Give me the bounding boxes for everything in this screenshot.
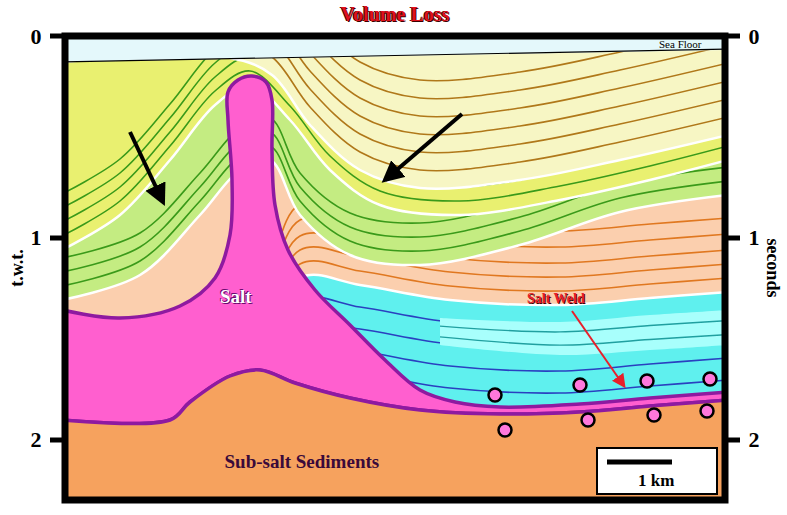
axis-title: t.w.t. [8, 249, 28, 287]
weld-marker [499, 424, 512, 437]
axis-number: 2 [749, 428, 760, 452]
pointer-arrow [385, 114, 462, 180]
sea-floor-label: Sea Floor [659, 38, 701, 50]
axis-number: 1 [749, 226, 760, 250]
weld-marker [701, 405, 714, 418]
axis-tick [725, 236, 740, 241]
leader-arrow [572, 311, 624, 386]
layer-boundary [65, 85, 725, 250]
layer-boundary [65, 159, 725, 300]
rock-layer [65, 56, 725, 500]
section-frame [65, 36, 725, 500]
sediment-region: Sub-salt Sediments [225, 452, 380, 473]
axis-number: 0 [31, 25, 42, 49]
axis-title: seconds [762, 238, 782, 297]
rock-layer [65, 36, 725, 500]
axis-tick [50, 236, 65, 241]
axis-number: 0 [749, 25, 760, 49]
salt-region: Salt [220, 287, 252, 308]
region-label: Salt [220, 287, 252, 308]
callout-label: Salt Weld [527, 291, 585, 306]
reflector-line [440, 335, 725, 346]
salt-base [65, 370, 725, 424]
axis-tick [725, 438, 740, 443]
weld-marker [648, 409, 661, 422]
region-label: Sub-salt Sediments [225, 452, 380, 473]
axis-number: 2 [31, 428, 42, 452]
sub-salt-region [65, 370, 725, 500]
pointer-arrow [130, 132, 163, 202]
weld-marker [582, 414, 595, 427]
scale-label: 1 km [638, 472, 674, 491]
rock-layer [440, 310, 725, 355]
scale-bar [607, 460, 672, 465]
weld-marker [641, 375, 654, 388]
weld-marker [704, 373, 717, 386]
weld-marker [574, 379, 587, 392]
weld-marker [489, 389, 502, 402]
axis-tick [50, 438, 65, 443]
sea-floor-line [65, 49, 725, 62]
axis-number: 1 [31, 226, 42, 250]
salt-body [65, 76, 725, 424]
rock-layer [65, 85, 725, 500]
axis-tick [725, 34, 740, 39]
axis-tick [50, 34, 65, 39]
sea-water [65, 36, 725, 62]
diagram-title: Volume Loss [341, 3, 450, 25]
scale-box [597, 448, 717, 494]
